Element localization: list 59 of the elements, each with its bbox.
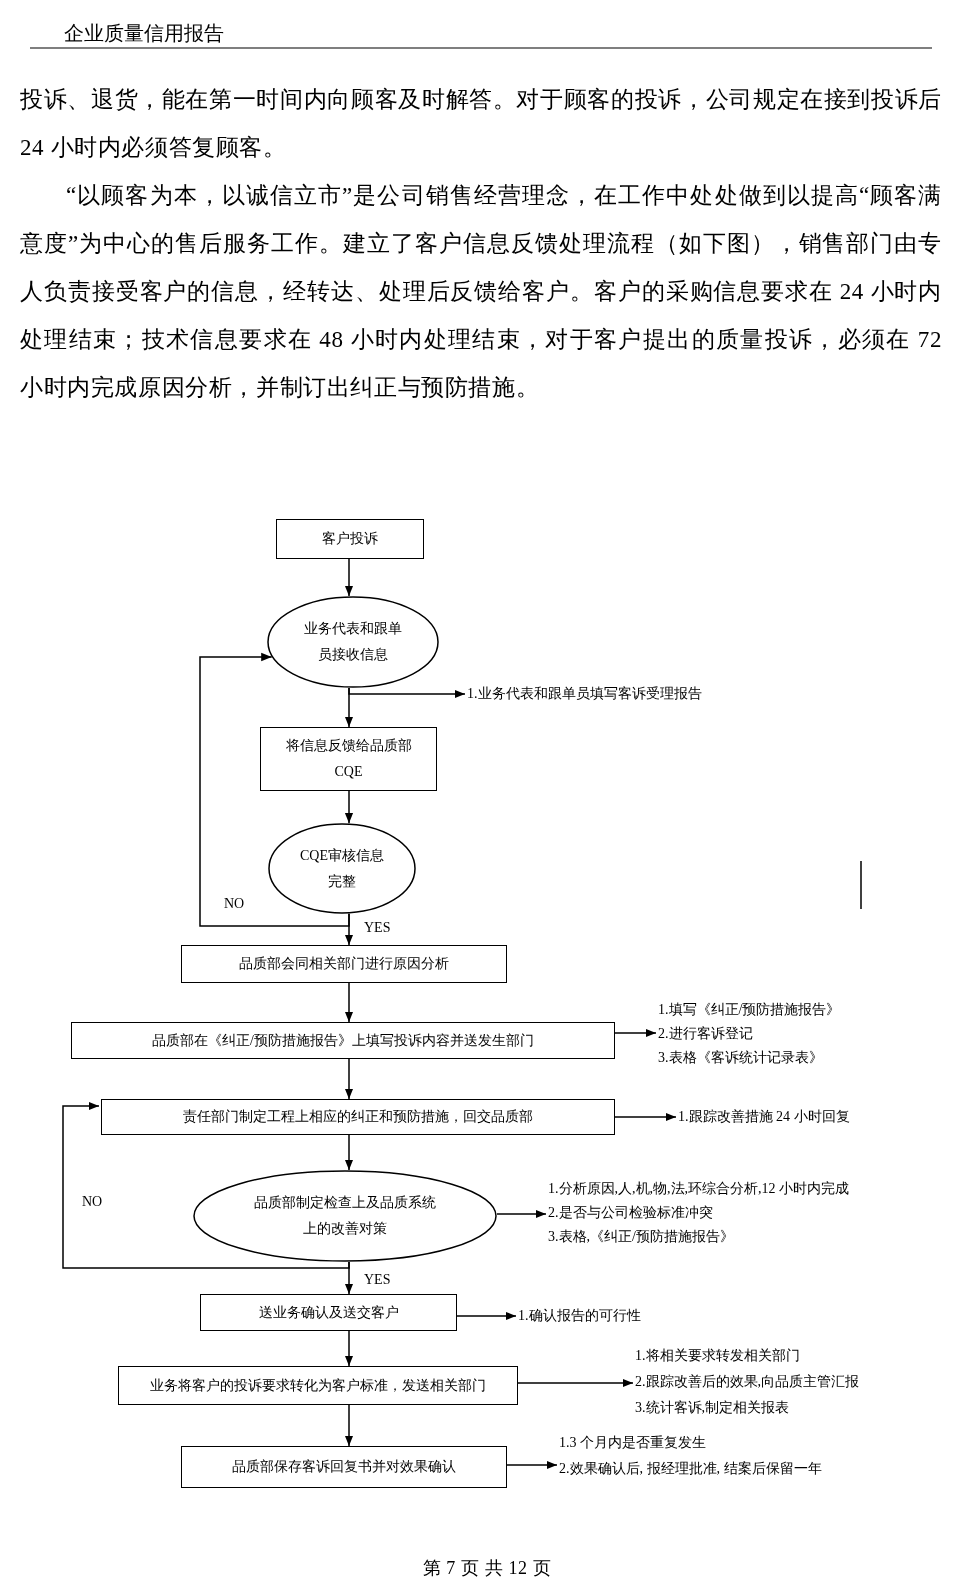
arrow: [344, 913, 354, 946]
process-ellipse: [267, 596, 439, 688]
arrow: [456, 1311, 517, 1321]
note-text: 1.将相关要求转发相关部门: [635, 1347, 800, 1365]
arrow: [344, 1134, 354, 1171]
arrow: [517, 1378, 634, 1388]
node-text: CQE审核信息完整: [299, 846, 385, 891]
node-text: 品质部在《纠正/预防措施报告》上填写投诉内容并送发生部门: [152, 1031, 534, 1050]
note-text: 2.效果确认后, 报经理批准, 结案后保留一年: [559, 1460, 822, 1478]
node-text: 业务将客户的投诉要求转化为客户标准，发送相关部门: [150, 1376, 486, 1395]
arrow: [344, 558, 354, 597]
note-text: 1.跟踪改善措施 24 小时回复: [678, 1108, 850, 1126]
arrow: [614, 1028, 657, 1038]
note-text: 3.表格《客诉统计记录表》: [658, 1049, 823, 1067]
arrow: [496, 1209, 547, 1219]
process-box: [101, 1099, 615, 1135]
arrow: [506, 1460, 558, 1470]
note-text: 1.填写《纠正/预防措施报告》: [658, 1001, 841, 1019]
note-text: 3.统计客诉,制定相关报表: [635, 1399, 789, 1417]
arrow: [199, 652, 350, 927]
page-number: 第 7 页 共 12 页: [421, 1557, 553, 1580]
node-text: 将信息反馈给品质部 CQE: [284, 737, 413, 781]
arrow: [344, 1058, 354, 1100]
note-text: 2.跟踪改善后的效果,向品质主管汇报: [635, 1373, 859, 1391]
node-text: 品质部制定检查上及品质系统上的改善对策: [253, 1194, 437, 1238]
note-text: 1.3 个月内是否重复发生: [559, 1434, 706, 1452]
node-text: 业务代表和跟单员接收信息: [303, 620, 403, 664]
node-text: 品质部保存客诉回复书并对效果确认: [232, 1458, 456, 1476]
arrow: [614, 1112, 677, 1122]
body-paragraph: 投诉、退货，能在第一时间内向顾客及时解答。对于顾客的投诉，公司规定在接到投诉后 24 小时内必须答复顾客。: [20, 86, 942, 162]
arrow: [344, 982, 354, 1023]
process-box: [118, 1366, 518, 1405]
process-box: [181, 1446, 507, 1488]
arrow: [344, 790, 354, 824]
note-text: 1.确认报告的可行性: [518, 1307, 641, 1325]
note-text: 1.分析原因,人,机,物,法,环综合分析,12 小时内完成: [548, 1180, 849, 1198]
note-text: 1.业务代表和跟单员填写客诉受理报告: [467, 685, 702, 703]
arrow: [344, 1261, 354, 1295]
process-ellipse: [193, 1170, 497, 1262]
node-text: 责任部门制定工程上相应的纠正和预防措施，回交品质部: [183, 1108, 533, 1126]
node-text: 品质部会同相关部门进行原因分析: [239, 955, 449, 973]
arrow: [344, 687, 354, 728]
note-text: 2.进行客诉登记: [658, 1025, 753, 1043]
header-title: 企业质量信用报告: [64, 21, 224, 46]
arrow: [62, 1101, 350, 1269]
process-ellipse: [268, 823, 416, 914]
arrow: [344, 1330, 354, 1367]
process-box: [181, 945, 507, 983]
process-box: [71, 1022, 615, 1059]
arrow: [344, 1404, 354, 1447]
node-text: 送业务确认及送交客户: [258, 1303, 399, 1322]
process-box: [276, 519, 424, 559]
note-text: 3.表格,《纠正/预防措施报告》: [548, 1228, 734, 1246]
arrow: [348, 687, 466, 699]
body-paragraph: “以顾客为本，以诚信立市”是公司销售经营理念，在工作中处处做到以提高“顾客满意度”为中心的售后服务工作。建立了客户信息反馈处理流程（如下图），销售部门由专人负责接受客户的信息，经转达、处理后反馈给客户。客户的采购信息要求在 24 小时内处理结束；技术信息要求在 48 小时内处理结束，对于客户提出的质量投诉，必须在 72 小时内完成原因分析，并制订出纠正与预防措施。: [20, 182, 942, 402]
process-box: [260, 727, 437, 791]
process-box: [200, 1294, 457, 1331]
note-text: 2.是否与公司检验标准冲突: [548, 1204, 713, 1222]
node-text: 客户投诉: [322, 530, 378, 548]
